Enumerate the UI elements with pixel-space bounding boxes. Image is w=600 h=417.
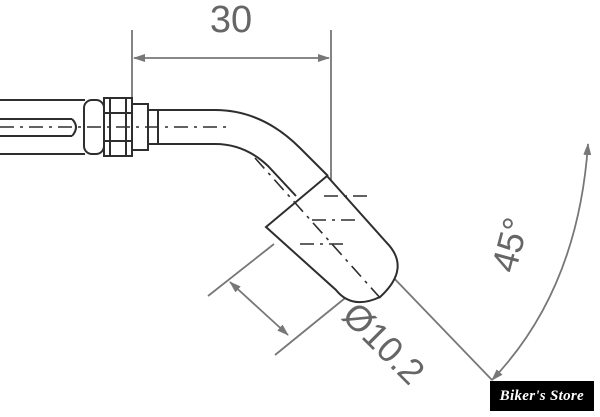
angled-end-cylinder [264,174,399,304]
angle-label: 45° [483,213,537,276]
length-label: 30 [210,0,252,41]
diameter-dimension-line [229,281,289,336]
bent-tube [158,109,329,197]
hose-fitting [0,97,399,304]
diameter-extension-upper [207,243,275,297]
diameter-extension-lower [274,289,356,356]
angle-arc [491,143,592,381]
diameter-label: Ø10.2 [335,294,433,392]
center-lines [0,126,383,301]
store-watermark: Biker's Store [489,381,594,411]
